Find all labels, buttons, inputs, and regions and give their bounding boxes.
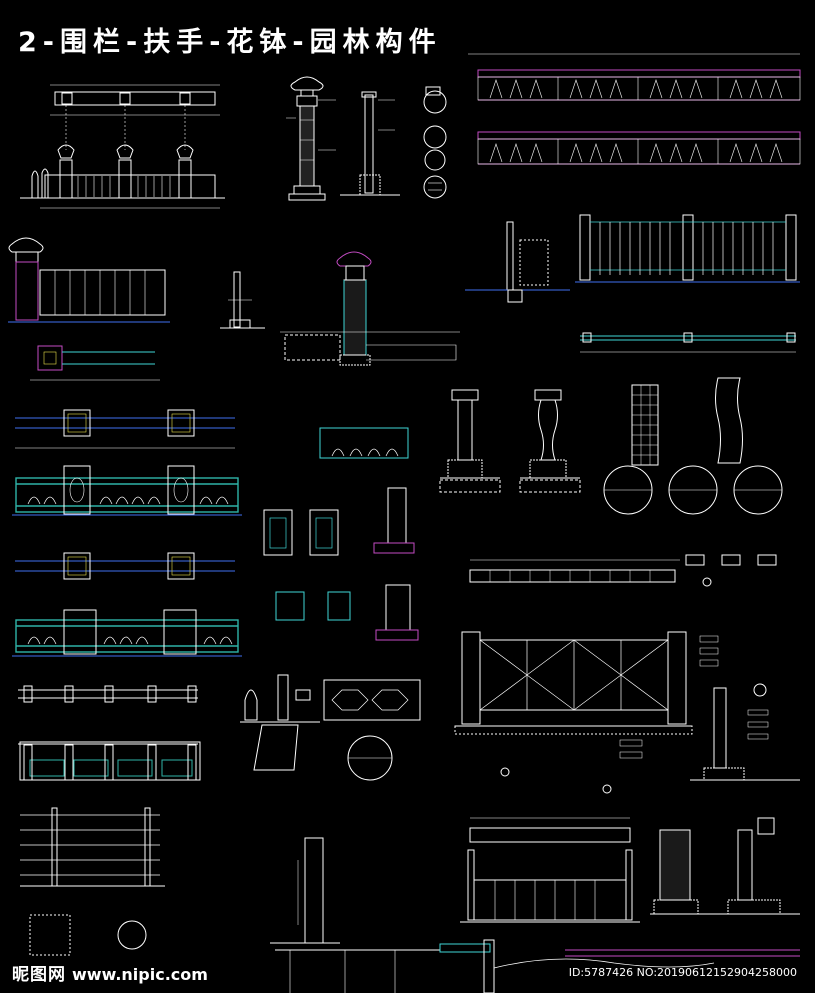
drawing-column-detail <box>286 76 447 201</box>
watermark-id: ID:5787426 NO:20190612152904258000 <box>568 966 797 979</box>
watermark-logo: 昵图网 www.nipic.com <box>12 960 208 985</box>
drawing-small-panels <box>263 427 419 641</box>
drawing-cyan-fence-2 <box>12 552 242 657</box>
drawing-railing-section-right <box>690 683 800 781</box>
drawing-bottom-partial <box>275 939 800 993</box>
drawing-lamp-fence <box>460 817 800 923</box>
drawing-post-section <box>220 271 265 329</box>
drawing-long-fence-elevations <box>468 53 801 165</box>
watermark-logo-text: 昵图网 <box>12 965 66 985</box>
drawing-pillar-rail-fence <box>8 237 170 381</box>
drawing-lattice-railing <box>454 631 719 794</box>
drawing-grid-columns <box>603 377 783 515</box>
drawing-fence-elevation-1 <box>20 84 225 209</box>
drawing-balustrade <box>18 685 201 781</box>
drawing-iron-fence-with-post <box>465 214 800 353</box>
drawing-rail-elevation <box>20 807 165 956</box>
drawing-retaining-wall <box>240 674 421 781</box>
watermark-site: www.nipic.com <box>72 965 208 984</box>
drawing-pillar-sections <box>439 389 581 493</box>
drawing-handrail-elevation <box>469 554 777 587</box>
drawing-cyan-fence-1 <box>12 409 242 516</box>
drawing-planter-wall-section <box>280 251 460 366</box>
drawing-wall-column <box>270 837 340 944</box>
page-title: 2-围栏-扶手-花钵-园林构件 <box>18 27 442 58</box>
